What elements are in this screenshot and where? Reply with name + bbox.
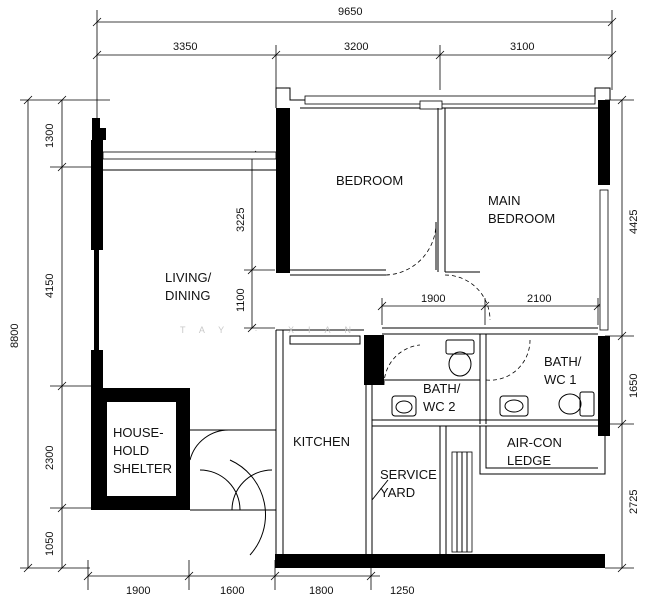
room-label-household-shelter: SHELTER: [113, 461, 172, 476]
left-dimension-lines: [20, 95, 110, 573]
watermark: TAY · XIAN: [180, 325, 365, 335]
dim-inner-1: 3225: [235, 208, 247, 232]
dim-right-2: 1650: [628, 374, 640, 398]
partitions: [102, 87, 611, 554]
dim-mid-2: 2100: [527, 293, 551, 305]
dim-left-1: 1300: [44, 124, 56, 148]
room-label-main-bedroom: BEDROOM: [488, 211, 555, 226]
room-label-bath-wc-1: BATH/: [544, 354, 582, 369]
room-labels: BEDROOM MAIN BEDROOM LIVING/ DINING BATH…: [113, 173, 582, 500]
room-label-household-shelter: HOUSE-: [113, 425, 164, 440]
room-label-service-yard: SERVICE: [380, 467, 437, 482]
dim-left-4: 1050: [44, 532, 56, 556]
dim-top-1: 3350: [173, 41, 197, 53]
dimension-labels: 9650 3350 3200 3100 8800 1300 4150 2300 …: [9, 6, 640, 597]
kitchen-hob-icon: [289, 335, 361, 345]
toilet-icon: [445, 339, 475, 377]
dim-right-1: 4425: [628, 210, 640, 234]
room-label-bedroom: BEDROOM: [336, 173, 403, 188]
room-label-main-bedroom: MAIN: [488, 193, 521, 208]
dim-inner-2: 1100: [235, 288, 247, 312]
dim-bottom-1: 1900: [126, 585, 150, 597]
fixtures: [289, 335, 595, 417]
room-label-living-dining: DINING: [165, 288, 211, 303]
dim-bottom-2: 1600: [220, 585, 244, 597]
room-label-aircon-ledge: AIR-CON: [507, 435, 562, 450]
dim-left-total: 8800: [9, 324, 21, 348]
walls: [91, 100, 610, 568]
toilet-icon: [558, 391, 595, 417]
dim-top-2: 3200: [344, 41, 368, 53]
doors: [189, 221, 531, 556]
room-label-bath-wc-2: BATH/: [423, 381, 461, 396]
dim-bottom-3: 1800: [309, 585, 333, 597]
dim-left-2: 4150: [44, 274, 56, 298]
room-label-aircon-ledge: LEDGE: [507, 453, 551, 468]
dim-bottom-4: 1250: [390, 585, 414, 597]
top-dimension-lines: [92, 10, 617, 120]
basin-icon: [499, 395, 529, 417]
dim-mid-1: 1900: [421, 293, 445, 305]
dim-left-3: 2300: [44, 446, 56, 470]
dim-top-total: 9650: [338, 6, 362, 18]
room-label-household-shelter: HOLD: [113, 443, 149, 458]
dim-right-3: 2725: [628, 490, 640, 514]
room-label-bath-wc-1: WC 1: [544, 372, 577, 387]
room-label-bath-wc-2: WC 2: [423, 399, 456, 414]
basin-icon: [391, 395, 417, 417]
dim-top-3: 3100: [510, 41, 534, 53]
room-label-service-yard: YARD: [380, 485, 415, 500]
room-label-kitchen: KITCHEN: [293, 434, 350, 449]
room-label-living-dining: LIVING/: [165, 270, 212, 285]
